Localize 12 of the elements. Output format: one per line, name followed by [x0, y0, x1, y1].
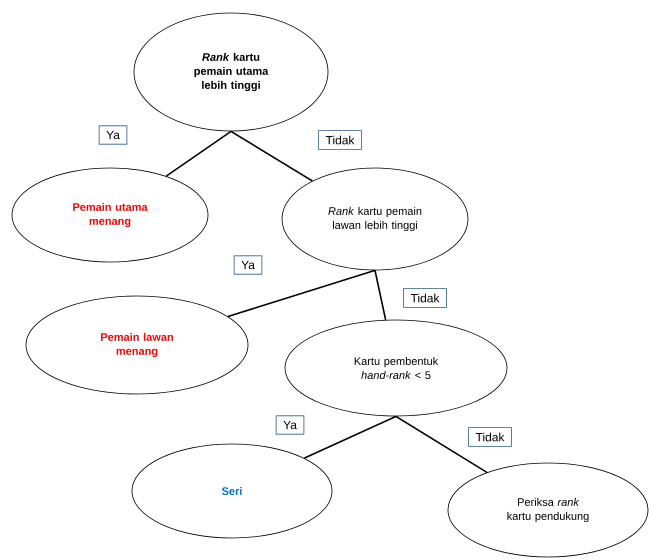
branch-line — [230, 130, 313, 182]
edge-label: Tidak — [403, 288, 447, 308]
branch-line — [374, 270, 386, 320]
edge-label: Ya — [234, 255, 262, 275]
branch-line — [304, 416, 396, 459]
edge-label: Ya — [276, 415, 304, 435]
edge-label: Tidak — [468, 427, 512, 447]
branch-line — [228, 270, 376, 318]
branch-line — [166, 130, 232, 177]
branch-line — [396, 416, 488, 474]
edge-label: Tidak — [318, 130, 362, 150]
edge-label: Ya — [98, 125, 128, 145]
